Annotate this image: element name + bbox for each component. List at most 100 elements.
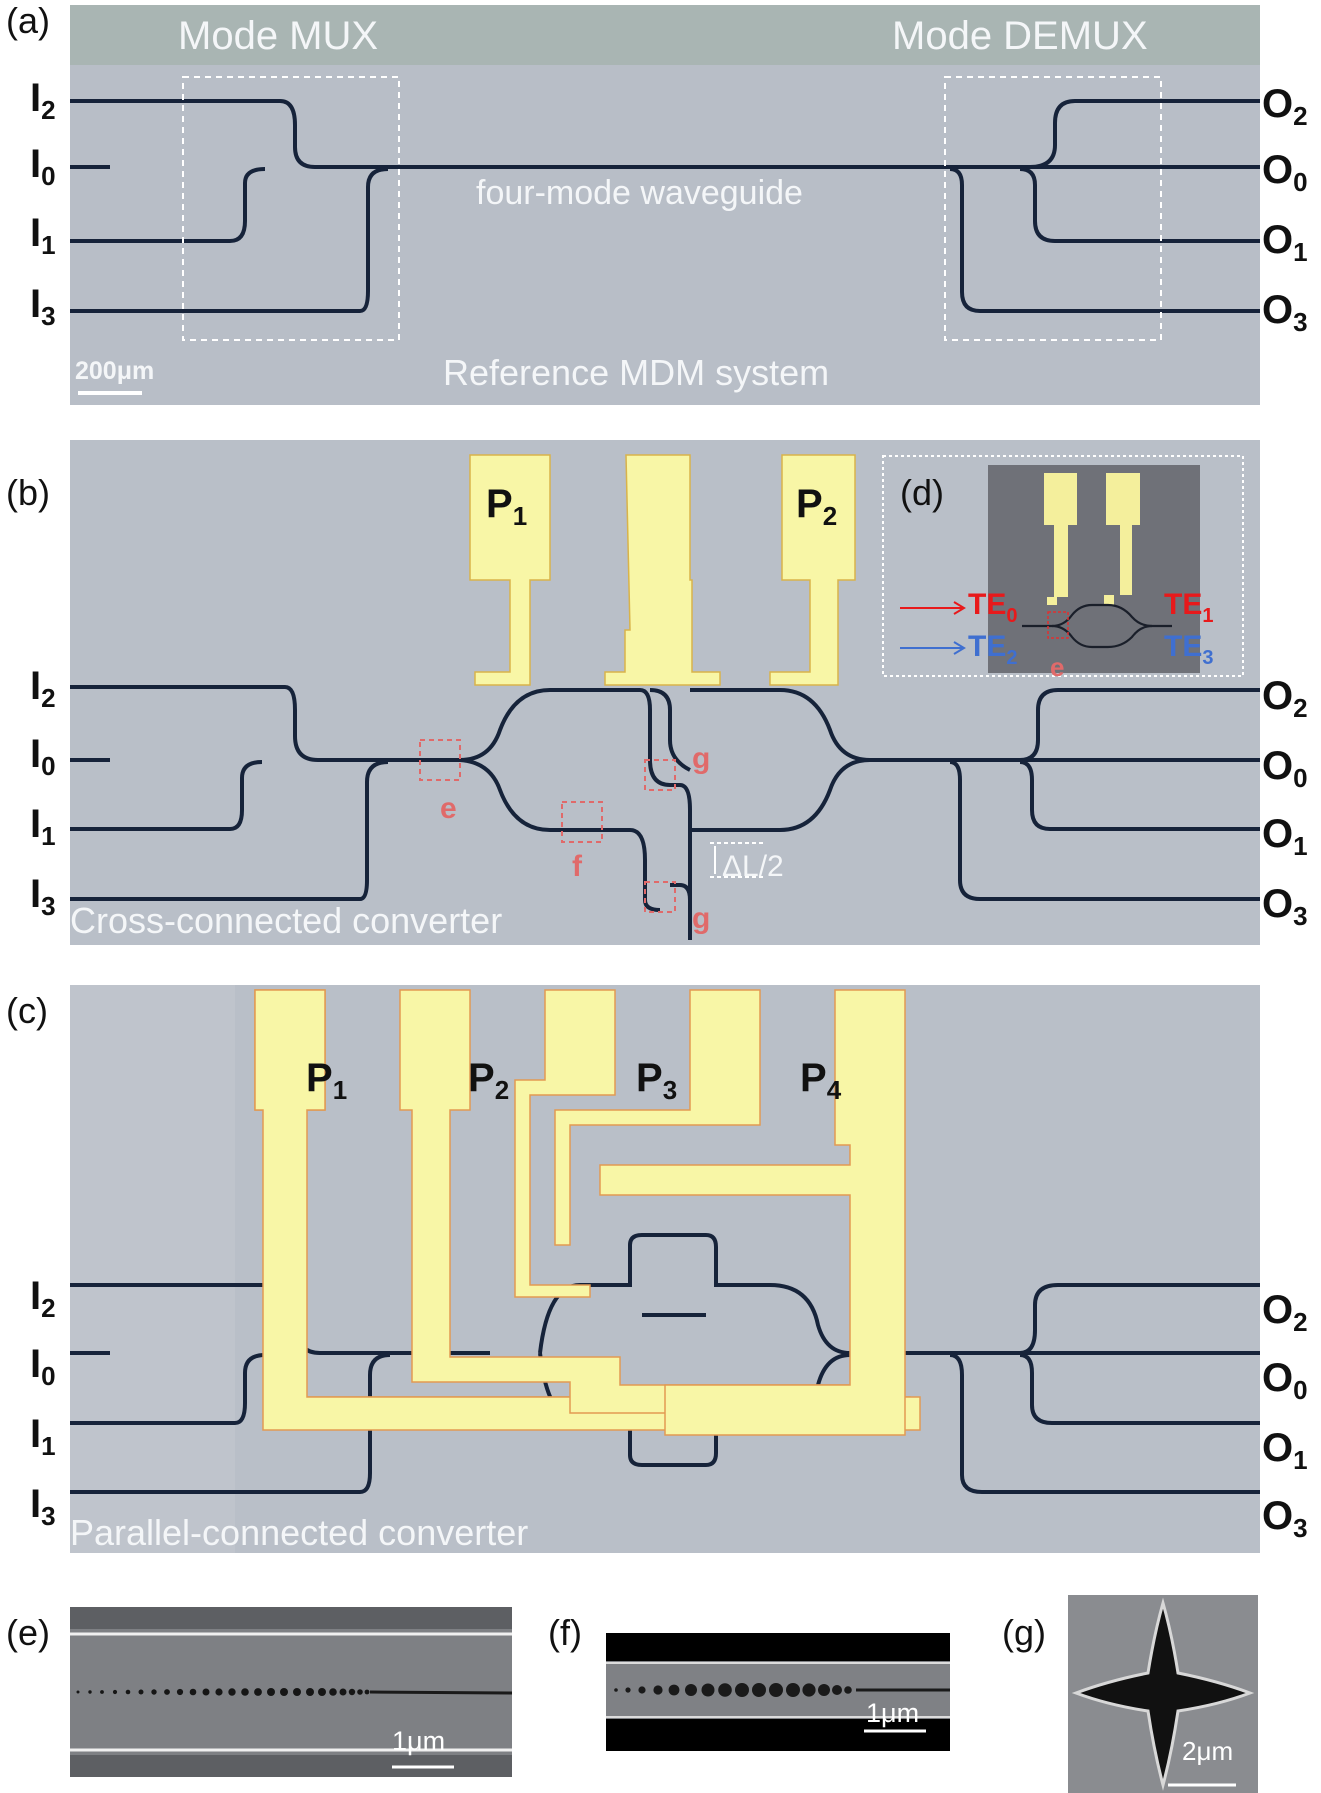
panel-g-label: (g)	[1002, 1612, 1046, 1653]
waveguide-label: four-mode waveguide	[476, 174, 803, 212]
chip-stitch-band	[70, 985, 235, 1553]
port-o2-c: O2	[1262, 1288, 1308, 1337]
caption-b: Cross-connected converter	[70, 900, 503, 941]
panel-a-micrograph	[70, 5, 1260, 405]
pad-p2	[769, 454, 856, 686]
port-o2-a: O2	[1262, 82, 1308, 131]
arm-lower	[459, 758, 661, 912]
pad-label-p1-c: P1	[306, 1056, 348, 1105]
panel-a-label: (a)	[6, 0, 50, 41]
inset-marker-box	[1047, 611, 1069, 639]
inset-waveguide	[1022, 603, 1172, 649]
port-i1-c: I1	[30, 1412, 56, 1461]
marker-g2-label: g	[692, 902, 711, 935]
waveguide-o2	[1029, 99, 1260, 169]
inset-mode-te1: TE1	[1164, 588, 1214, 627]
port-o1-c: O1	[1262, 1426, 1308, 1475]
pad-right	[599, 989, 906, 1436]
inset-mode-te0: TE0	[968, 588, 1018, 627]
port-i1-a: I1	[30, 211, 56, 260]
pad-center	[604, 454, 721, 686]
mux-box	[182, 76, 400, 341]
caption-c: Parallel-connected converter	[70, 1512, 529, 1553]
arm-lower-right	[690, 758, 871, 832]
panel-c-label: (c)	[6, 990, 48, 1031]
scale-label-a: 200μm	[75, 357, 155, 385]
port-i0-a: I0	[30, 142, 56, 191]
port-i1-b: I1	[30, 802, 56, 851]
marker-box-e	[419, 739, 461, 781]
system-label: Reference MDM system	[443, 352, 830, 393]
pad-p3	[514, 989, 616, 1298]
marker-e-label: e	[440, 792, 457, 825]
pad-label-p1-b: P1	[486, 482, 528, 531]
scale-label-f: 1μm	[866, 1698, 920, 1728]
port-i0-c: I0	[30, 1342, 56, 1391]
waveguide-network-b	[70, 685, 1260, 940]
pad-label-p3-c: P3	[636, 1056, 678, 1105]
port-o2-b: O2	[1262, 674, 1308, 723]
scale-label-e: 1μm	[392, 1726, 446, 1756]
port-i2-c: I2	[30, 1274, 56, 1323]
panel-e-label: (e)	[6, 1612, 50, 1653]
hole-array-e	[76, 1688, 370, 1696]
port-i3-a: I3	[30, 282, 56, 331]
panel-f-sem	[606, 1633, 950, 1751]
pad-label-p2-b: P2	[796, 482, 838, 531]
demux-box	[944, 76, 1162, 341]
inset-marker-label: e	[1050, 652, 1065, 682]
delta-indicator	[710, 842, 765, 878]
panel-g-sem	[1068, 1595, 1258, 1793]
arm-upper-cross	[459, 688, 692, 940]
port-o0-b: O0	[1262, 744, 1308, 793]
slot	[369, 1690, 512, 1695]
pad-label-p2-c: P2	[468, 1056, 510, 1105]
electrode-pads-b	[469, 454, 856, 686]
electrode-pads-c	[254, 989, 921, 1436]
port-o1-a: O1	[1262, 218, 1308, 267]
marker-box-f	[561, 801, 603, 843]
chip-top-band	[70, 5, 1260, 65]
port-o3-c: O3	[1262, 1494, 1308, 1543]
delta-label: ΔL/2	[722, 850, 784, 883]
scale-label-g: 2μm	[1182, 1736, 1234, 1766]
pad-label-p4-c: P4	[800, 1056, 842, 1105]
waveguide-i2-i0	[70, 99, 1260, 169]
waveguide-o1	[1019, 167, 1260, 243]
waveguide-network-a	[70, 99, 1260, 313]
demux-title: Mode DEMUX	[892, 14, 1148, 58]
port-o0-a: O0	[1262, 148, 1308, 197]
hole-array-f	[614, 1683, 852, 1697]
inset-arrows	[900, 601, 966, 655]
pad-p1-body	[254, 989, 921, 1431]
waveguide-crossing	[1071, 1597, 1255, 1791]
inset-mode-te2: TE2	[968, 630, 1018, 669]
port-o1-b: O1	[1262, 812, 1308, 861]
port-i2-b: I2	[30, 664, 56, 713]
waveguide-i1	[70, 167, 266, 243]
marker-box-g1	[644, 759, 676, 791]
inset-mode-te3: TE3	[1164, 630, 1214, 669]
inset-image	[988, 465, 1200, 673]
inset-electrodes	[1044, 473, 1140, 605]
panel-c-micrograph	[70, 985, 1260, 1553]
port-i3-c: I3	[30, 1482, 56, 1531]
marker-f-label: f	[572, 850, 582, 883]
chip-background	[70, 5, 1260, 405]
panel-b-label: (b)	[6, 472, 50, 513]
port-o3-a: O3	[1262, 288, 1308, 337]
panel-d-inset	[882, 455, 1244, 677]
panel-e-sem	[70, 1607, 512, 1777]
port-i3-b: I3	[30, 872, 56, 921]
pad-p4	[554, 989, 761, 1246]
panel-f-label: (f)	[548, 1612, 582, 1653]
arm-upper-right	[690, 688, 871, 762]
panel-d-label: (d)	[900, 472, 944, 513]
port-o0-c: O0	[1262, 1356, 1308, 1405]
port-o3-b: O3	[1262, 882, 1308, 931]
port-i0-b: I0	[30, 732, 56, 781]
marker-g1-label: g	[692, 742, 711, 775]
pad-p1	[469, 454, 551, 686]
port-i2-a: I2	[30, 76, 56, 125]
mux-title: Mode MUX	[178, 14, 379, 58]
